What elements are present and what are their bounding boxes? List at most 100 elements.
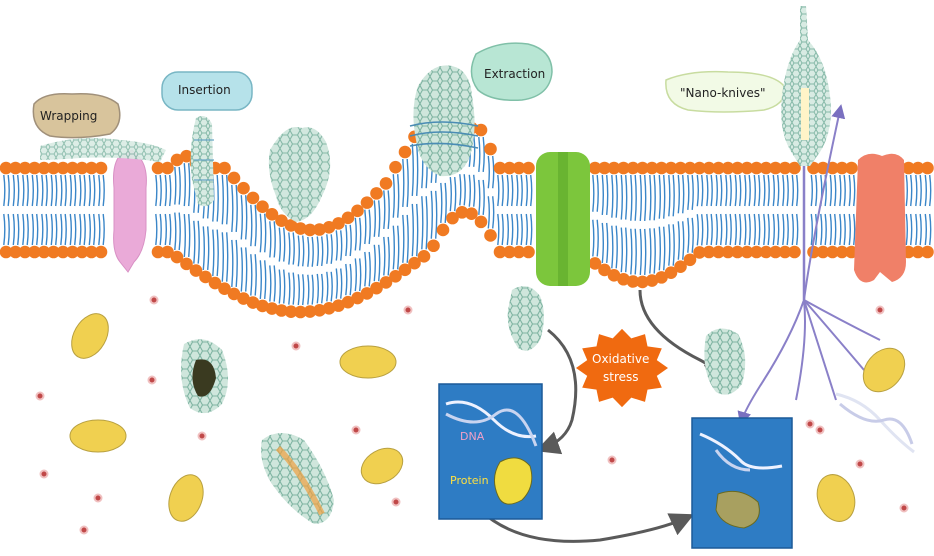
lipid-tail [620, 174, 623, 220]
lipid-head [788, 161, 801, 175]
protein-blob-icon [360, 447, 404, 485]
oxidative-stress-badge: Oxidative stress [576, 328, 668, 408]
lipid-tail [3, 213, 6, 246]
lipid-tail [159, 213, 162, 246]
lipid-tail [316, 236, 319, 267]
lipid-tail [706, 174, 709, 207]
lipid-tail [530, 213, 533, 246]
lipid-tail [254, 204, 257, 247]
lipid-tail [497, 174, 500, 207]
dna-protein-box-intact: DNA Protein [438, 383, 543, 520]
lipid-head [598, 161, 611, 175]
lipid-head [522, 161, 535, 175]
lipid-tail [60, 174, 63, 207]
lipid-head [731, 245, 744, 259]
lipid-tail [83, 174, 86, 207]
lipid-tail [720, 174, 723, 207]
lipid-tail [691, 217, 694, 253]
lipid-tail [748, 174, 751, 207]
lipid-tail [658, 174, 661, 219]
lipid-tail [459, 174, 462, 206]
lipid-head [588, 161, 602, 175]
nanofiber-icon [737, 104, 881, 426]
lipid-tail [620, 227, 623, 273]
lipid-head [360, 287, 374, 300]
lipid-tail [406, 214, 409, 263]
lipid-tail [725, 174, 728, 207]
lipid-head [721, 245, 735, 259]
lipid-head [256, 299, 269, 313]
lipid-tail [283, 269, 286, 304]
lipid-tail [468, 174, 471, 207]
lipid-head [237, 181, 250, 195]
lipid-head [512, 245, 526, 259]
lipid-head [284, 305, 298, 318]
lipid-tail [240, 195, 243, 240]
lipid-head [94, 161, 108, 175]
lipid-tail [26, 213, 29, 246]
lipid-tail [273, 265, 276, 302]
lipid-tail [245, 195, 248, 240]
lipid-tail [615, 225, 618, 269]
lipid-tail [17, 213, 20, 246]
lipid-head [921, 161, 934, 175]
lipid-tail [387, 190, 390, 229]
lipid-head [636, 161, 649, 175]
lipid-tail [834, 174, 837, 207]
lipid-tail [905, 213, 908, 246]
lipid-head [208, 276, 222, 290]
lipid-tail [93, 213, 96, 246]
lipid-tail [715, 174, 718, 207]
lipid-tail [592, 219, 595, 257]
lipid-tail [402, 214, 405, 263]
lipid-tail [26, 174, 29, 207]
lipid-tail [430, 190, 433, 239]
lipid-head [759, 161, 773, 175]
lipid-tail [41, 213, 44, 246]
lipid-tail [663, 226, 666, 271]
lipid-head [664, 161, 678, 175]
lipid-tail [487, 196, 490, 229]
lipid-tail [435, 190, 438, 239]
lipid-tail [644, 228, 647, 275]
lipid-tail [511, 213, 514, 246]
lipid-tail [734, 213, 737, 246]
lipid-head [455, 206, 469, 219]
extraction-label: Extraction [470, 42, 553, 102]
lipid-tail [269, 221, 272, 258]
lipid-tail [288, 232, 291, 265]
lipid-head [75, 245, 89, 259]
lipid-tail [516, 174, 519, 207]
lipid-head [712, 161, 725, 175]
ros-dot [815, 425, 825, 435]
lipid-tail [288, 272, 291, 305]
lipid-tail [501, 213, 504, 246]
lipid-head [37, 161, 51, 175]
ros-dot [351, 425, 361, 435]
lipid-tail [772, 213, 775, 246]
lipid-head [218, 282, 231, 296]
graphene-sheet-icon [507, 286, 544, 351]
lipid-tail [278, 227, 281, 262]
lipid-tail [216, 174, 219, 222]
lipid-head [427, 239, 440, 253]
lipid-head [360, 196, 374, 209]
lipid-head [902, 161, 915, 175]
lipid-head [674, 260, 687, 273]
lipid-tail [368, 209, 371, 245]
protein-blob-icon [168, 474, 204, 522]
lipid-head [246, 296, 260, 309]
lipid-tail [250, 204, 253, 247]
graphene-sheet-icon [409, 65, 479, 177]
lipid-tail [520, 213, 523, 246]
lipid-tail [164, 213, 167, 246]
lipid-tail [615, 174, 618, 218]
lipid-tail [178, 212, 181, 251]
lipid-head [503, 245, 516, 259]
lipid-tail [326, 271, 329, 302]
lipid-tail [88, 213, 91, 246]
wrapping-text: Wrapping [40, 109, 97, 123]
lipid-head [778, 245, 792, 259]
lipid-tail [387, 236, 390, 276]
